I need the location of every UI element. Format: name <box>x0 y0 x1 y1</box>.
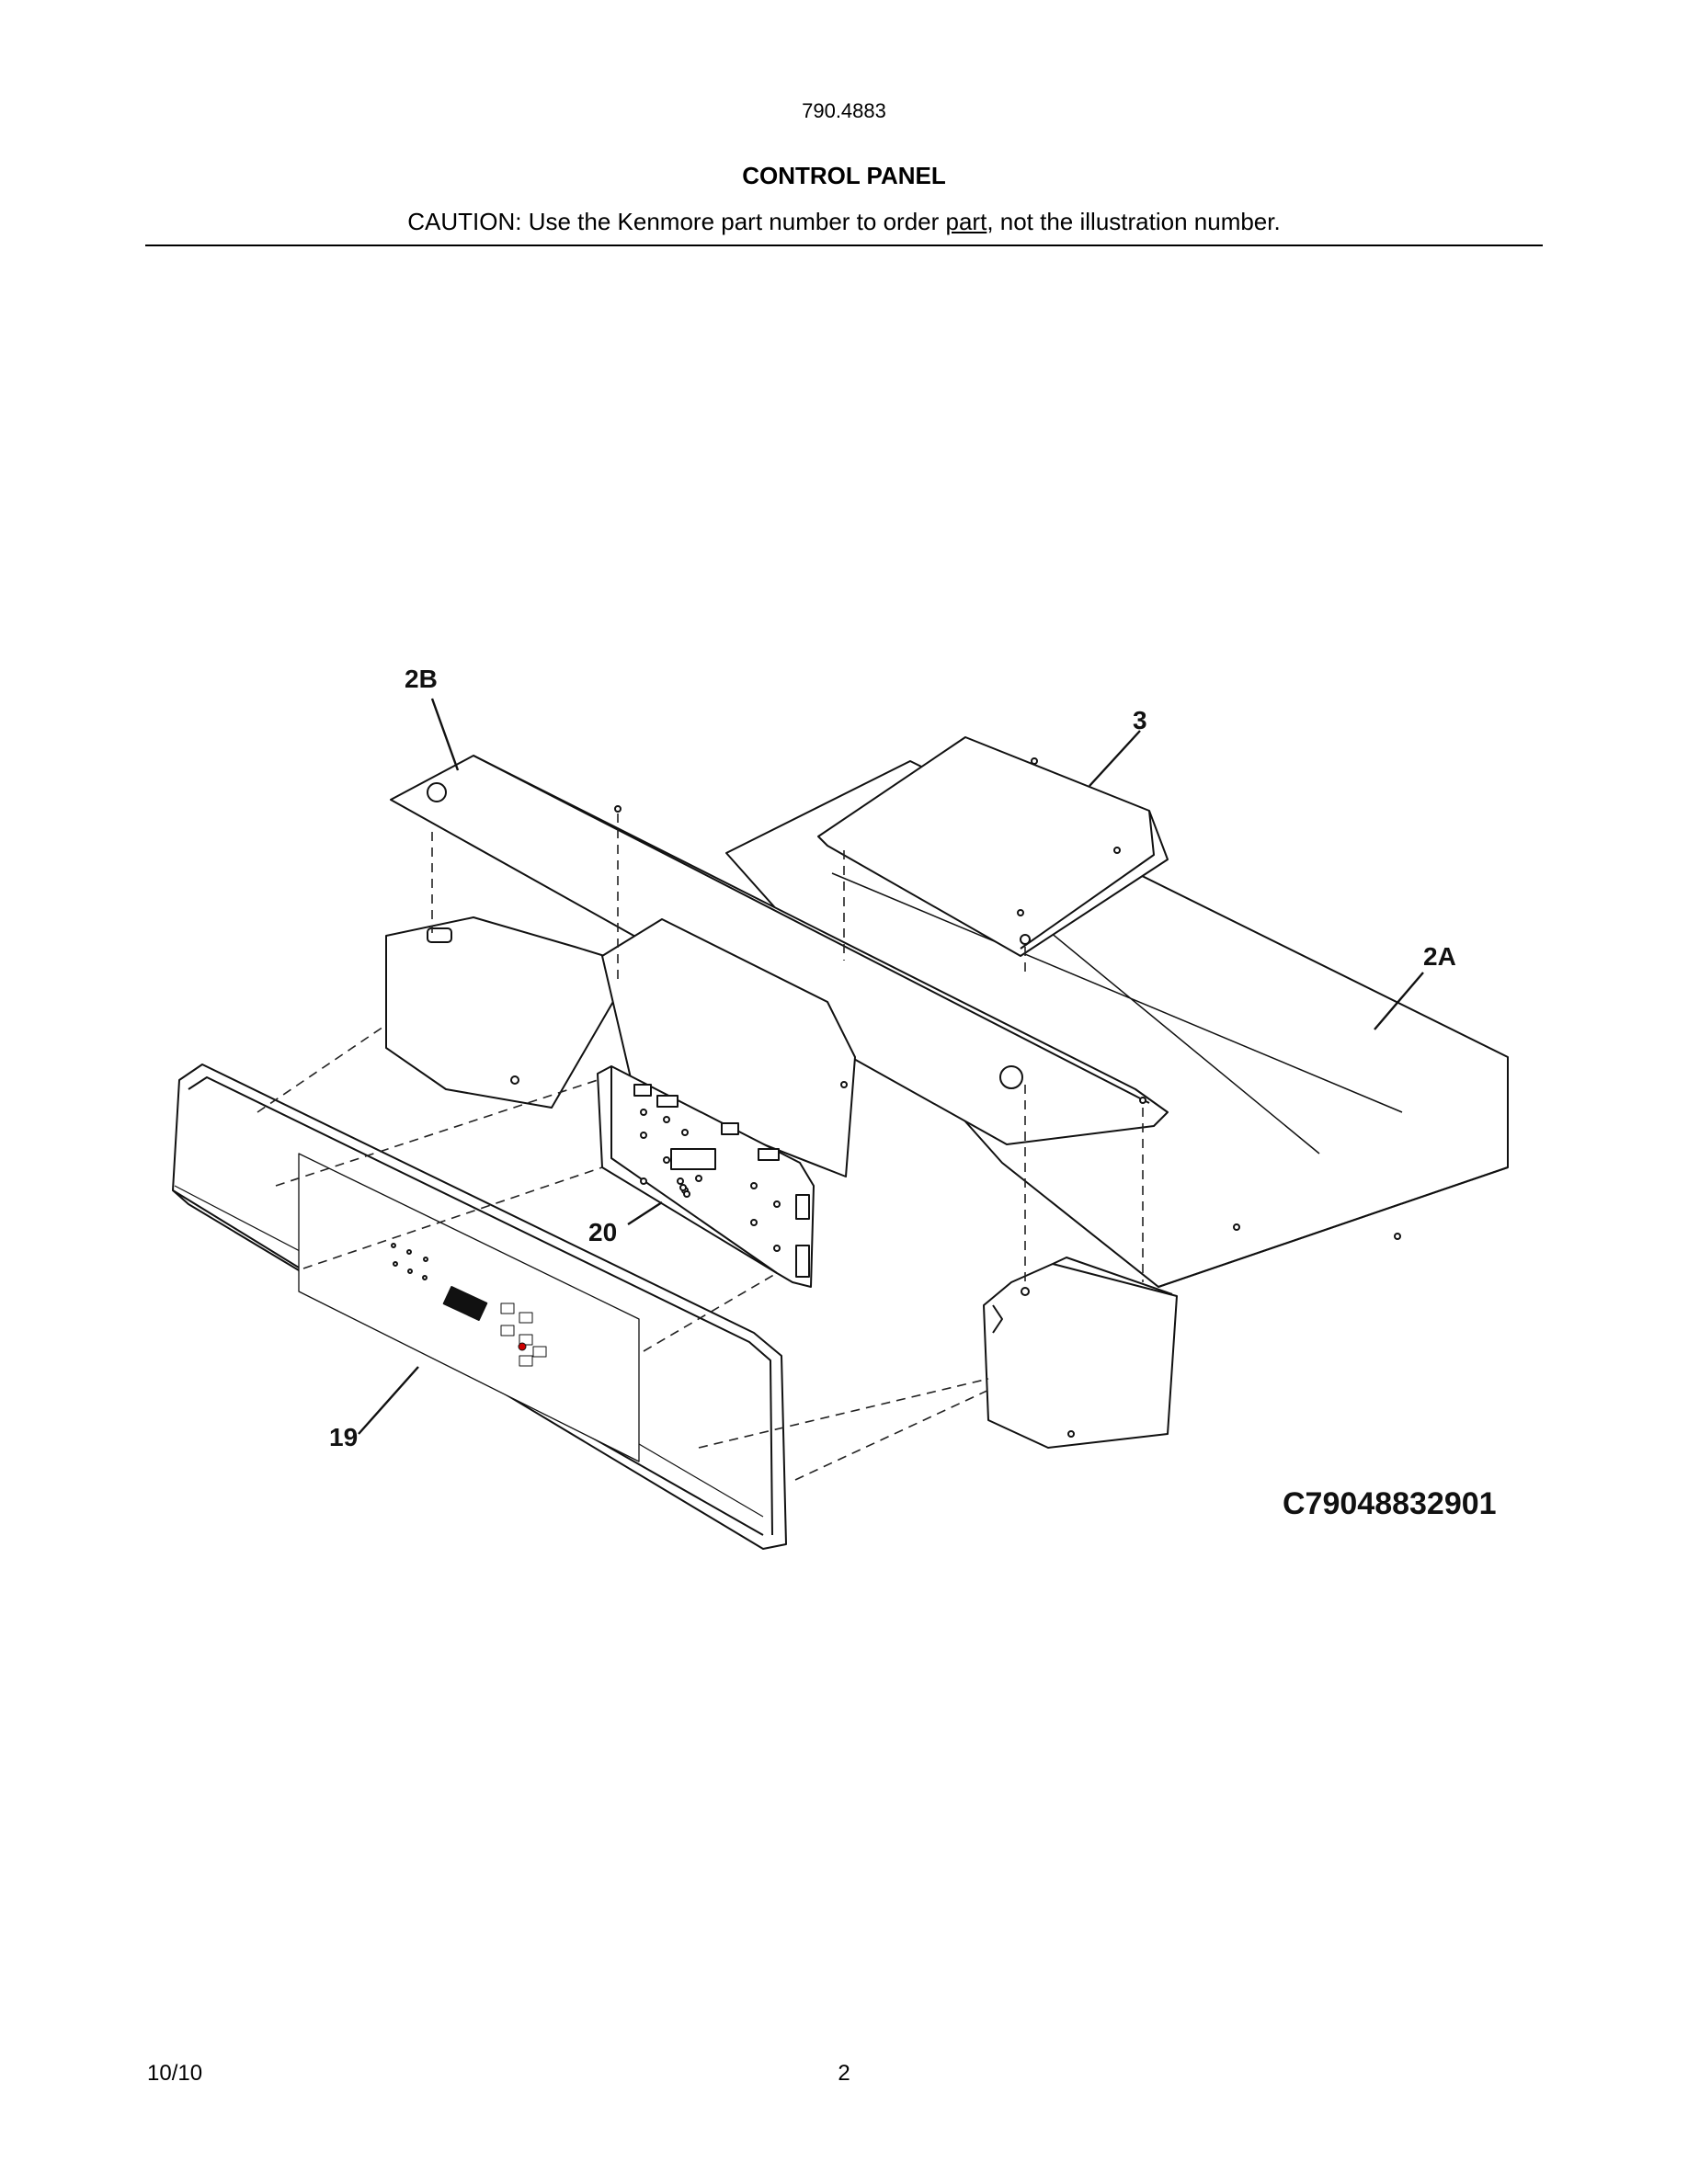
callout-2b: 2B <box>405 665 438 693</box>
callout-3: 3 <box>1133 706 1147 734</box>
page-title: CONTROL PANEL <box>742 162 946 189</box>
part-3-cover-plate <box>817 736 1169 957</box>
part-left-side-panel <box>385 916 841 1109</box>
caution-pre: CAUTION: Use the Kenmore part number to … <box>407 208 946 235</box>
header-rule <box>145 245 1543 246</box>
figure-code: C79048832901 <box>1283 1486 1497 1521</box>
assembly-lines <box>257 813 1144 1481</box>
callout-2a: 2A <box>1423 942 1456 971</box>
footer-date: 10/10 <box>147 2061 203 2086</box>
caution-text: CAUTION: Use the Kenmore part number to … <box>0 208 1688 236</box>
part-19-control-panel <box>172 1064 787 1550</box>
caution-part: part <box>945 208 987 235</box>
model-number: 790.4883 <box>802 99 886 122</box>
part-20-control-board <box>597 1065 815 1288</box>
part-2b-top-trim <box>390 755 1169 1145</box>
callout-20: 20 <box>588 1218 617 1246</box>
callout-19: 19 <box>329 1423 358 1451</box>
leader-lines <box>358 698 1424 1435</box>
caution-post: , not the illustration number. <box>987 208 1281 235</box>
footer-page-number: 2 <box>838 2061 850 2086</box>
